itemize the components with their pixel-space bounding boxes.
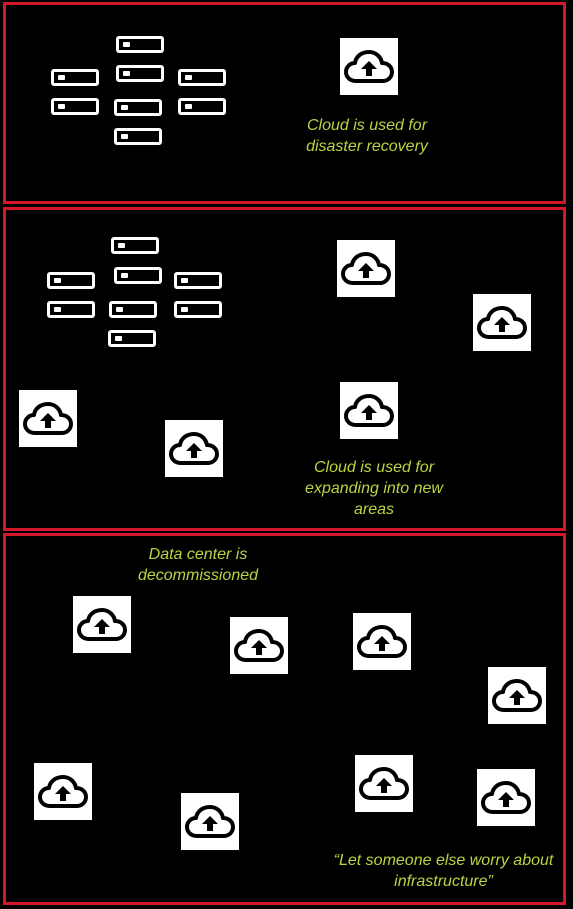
server-rack-icon xyxy=(108,330,156,347)
stage-1-caption: Cloud is used for disaster recovery xyxy=(306,117,428,155)
cloud-upload-icon xyxy=(473,294,531,351)
server-rack-icon xyxy=(116,36,164,53)
stage-1-panel: Cloud is used for disaster recovery xyxy=(3,2,566,204)
stage-2-caption: Cloud is used for expanding into new are… xyxy=(305,459,443,518)
stage-3-caption-top: Data center is decommissioned xyxy=(137,546,259,584)
server-rack-icon xyxy=(174,301,222,318)
stage-3-caption-bottom: “Let someone else worry about infrastruc… xyxy=(333,852,554,890)
stage-2-panel: Cloud is used for expanding into new are… xyxy=(3,207,566,531)
cloud-upload-icon xyxy=(165,420,223,477)
cloud-upload-icon xyxy=(355,755,413,812)
cloud-upload-icon xyxy=(19,390,77,447)
cloud-upload-icon xyxy=(230,617,288,674)
cloud-upload-icon xyxy=(477,769,535,826)
server-rack-icon xyxy=(47,272,95,289)
server-rack-icon xyxy=(51,69,99,86)
server-rack-icon xyxy=(109,301,157,318)
cloud-upload-icon xyxy=(337,240,395,297)
cloud-upload-icon xyxy=(181,793,239,850)
cloud-upload-icon xyxy=(34,763,92,820)
server-rack-icon xyxy=(178,69,226,86)
server-rack-icon xyxy=(116,65,164,82)
server-rack-icon xyxy=(111,237,159,254)
server-rack-icon xyxy=(114,267,162,284)
cloud-upload-icon xyxy=(340,382,398,439)
server-rack-icon xyxy=(174,272,222,289)
server-rack-icon xyxy=(114,99,162,116)
server-rack-icon xyxy=(51,98,99,115)
cloud-upload-icon xyxy=(353,613,411,670)
server-rack-icon xyxy=(178,98,226,115)
stage-3-panel: Data center is decommissioned “Let someo… xyxy=(3,533,566,905)
cloud-upload-icon xyxy=(488,667,546,724)
server-rack-icon xyxy=(114,128,162,145)
server-rack-icon xyxy=(47,301,95,318)
cloud-upload-icon xyxy=(340,38,398,95)
cloud-upload-icon xyxy=(73,596,131,653)
